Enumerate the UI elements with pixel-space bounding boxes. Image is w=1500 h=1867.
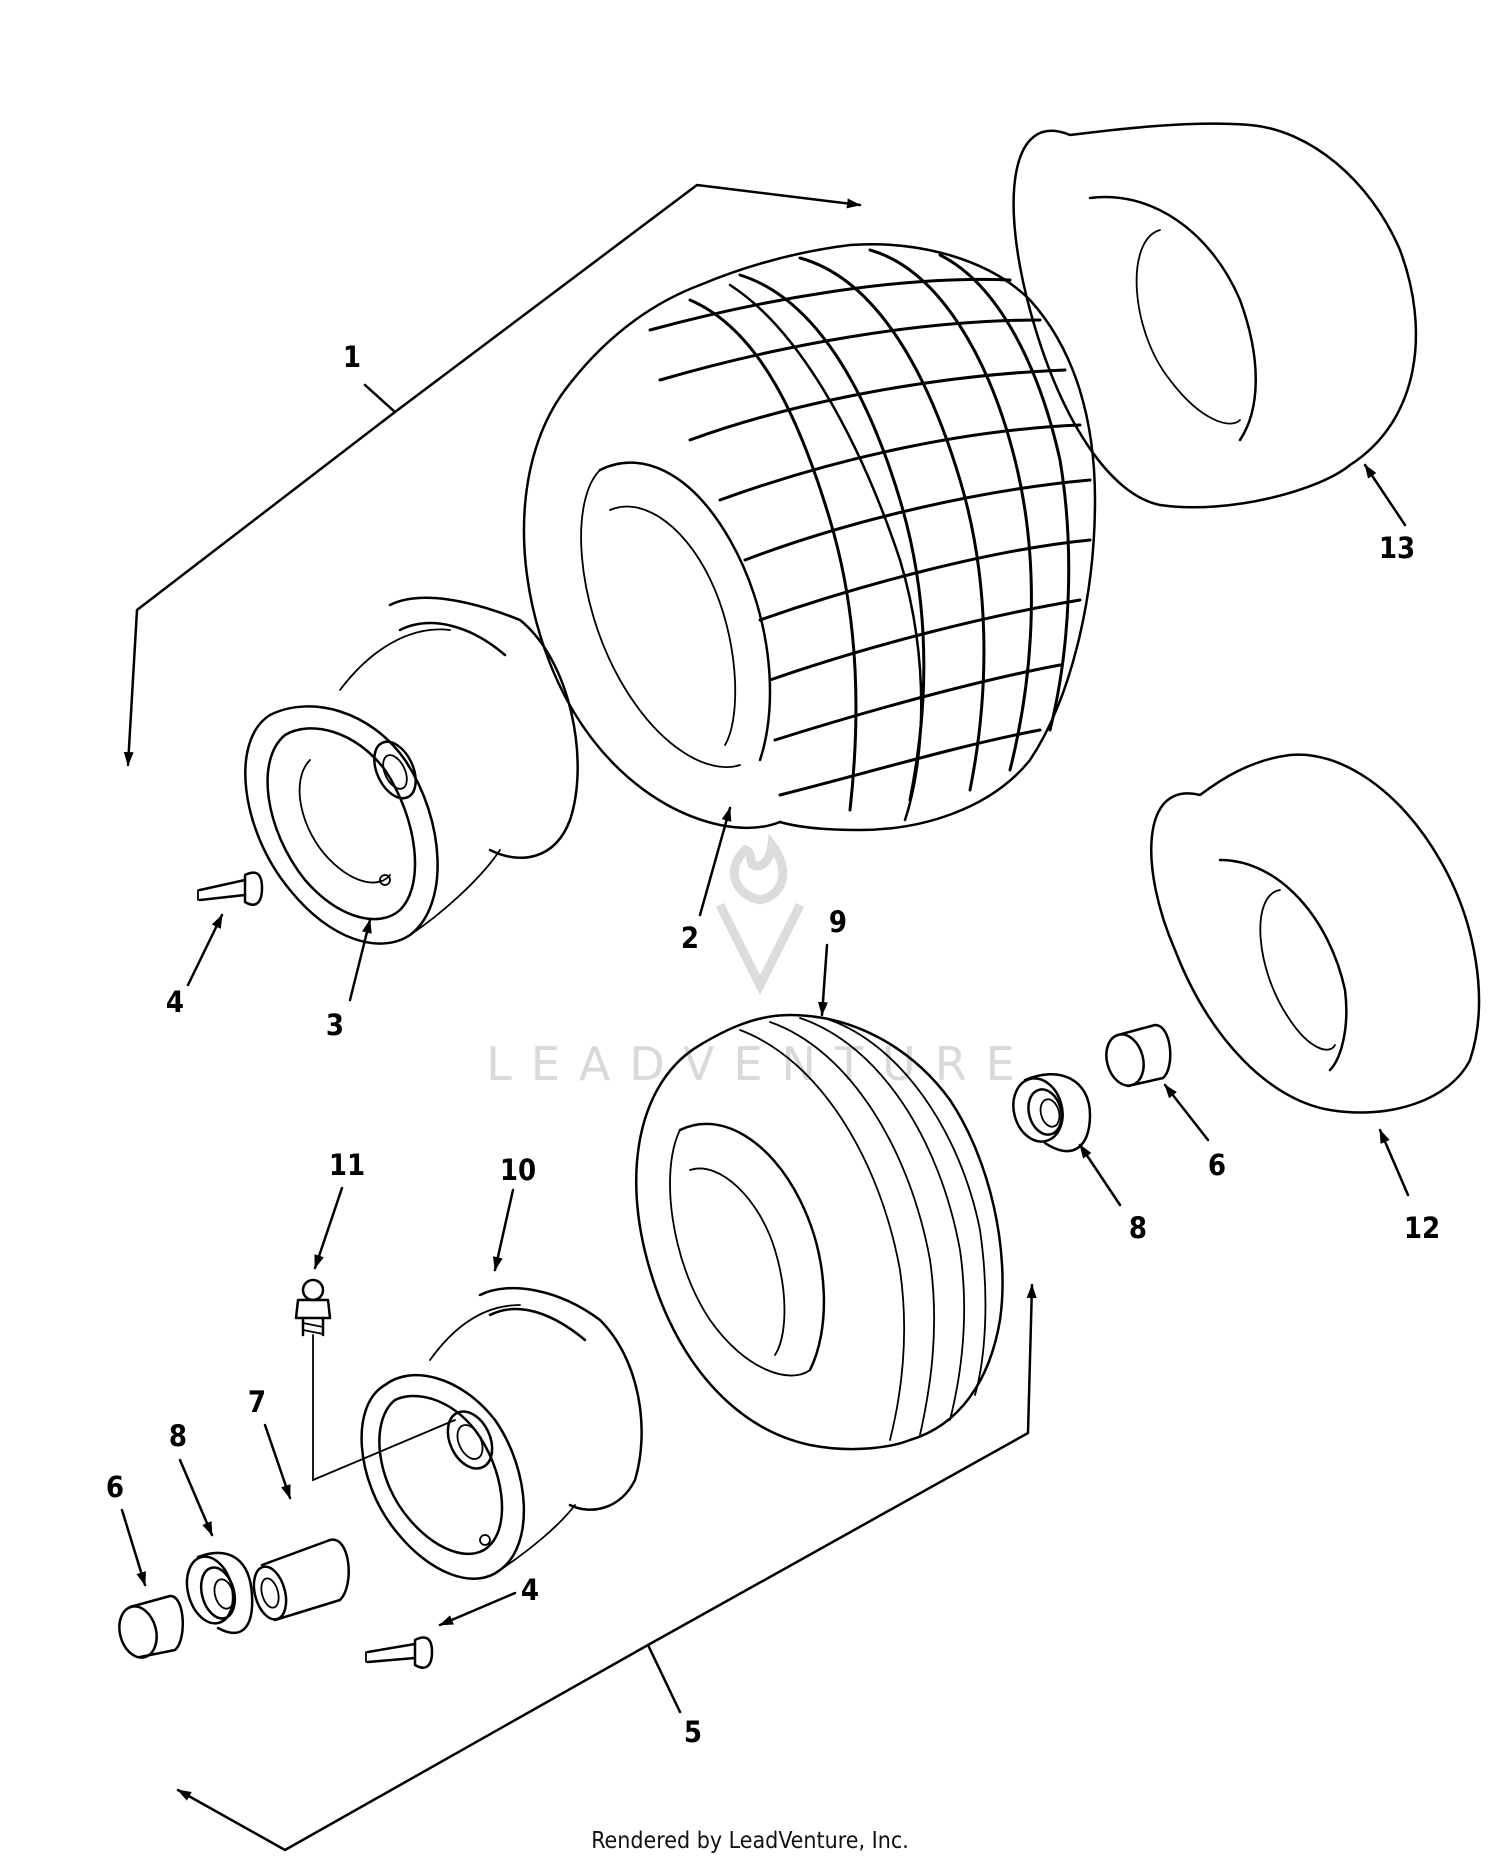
tread-pattern <box>648 248 1092 822</box>
callout-4-lower: 4 <box>521 1573 539 1607</box>
callout-labels: 1 2 3 4 4 5 6 6 7 8 8 9 10 11 12 13 <box>106 340 1440 1749</box>
part-6-cap-upper <box>1105 1023 1172 1088</box>
callout-1: 1 <box>343 340 361 374</box>
callout-13: 13 <box>1379 531 1415 565</box>
part-4-valve-stem-lower <box>365 1636 434 1669</box>
callout-12: 12 <box>1404 1211 1440 1245</box>
part-4-valve-stem-upper <box>197 871 264 906</box>
part-9-rib-tire <box>635 1013 1004 1451</box>
part-12-tire <box>1150 753 1481 1114</box>
callout-10: 10 <box>500 1153 536 1187</box>
callout-7: 7 <box>248 1385 266 1419</box>
watermark: LEADVENTURE <box>486 833 1034 1091</box>
part-11-grease-fitting <box>294 1278 456 1482</box>
callout-4-upper: 4 <box>166 985 184 1019</box>
callout-2: 2 <box>681 921 699 955</box>
leadventure-logo-icon <box>715 833 805 996</box>
leader-lines <box>120 183 1410 1852</box>
callout-6-upper: 6 <box>1208 1148 1226 1182</box>
callout-8-upper: 8 <box>1129 1211 1147 1245</box>
part-3-rim <box>244 596 579 945</box>
part-13-tire <box>1012 122 1418 509</box>
callout-11: 11 <box>329 1148 365 1182</box>
part-8-bearing-upper <box>1012 1072 1092 1153</box>
callout-8-lower: 8 <box>169 1419 187 1453</box>
part-2-tread-tire <box>522 243 1097 832</box>
part-10-rim <box>360 1286 643 1580</box>
part-7-spacer <box>252 1538 350 1622</box>
callout-5: 5 <box>684 1715 702 1749</box>
callout-3: 3 <box>326 1008 344 1042</box>
watermark-text: LEADVENTURE <box>486 1037 1034 1091</box>
part-6-cap-lower <box>118 1594 185 1659</box>
callout-9: 9 <box>829 905 847 939</box>
callout-6-lower: 6 <box>106 1470 124 1504</box>
footer-credit: Rendered by LeadVenture, Inc. <box>591 1828 909 1854</box>
part-8-bearing-lower <box>185 1551 254 1634</box>
